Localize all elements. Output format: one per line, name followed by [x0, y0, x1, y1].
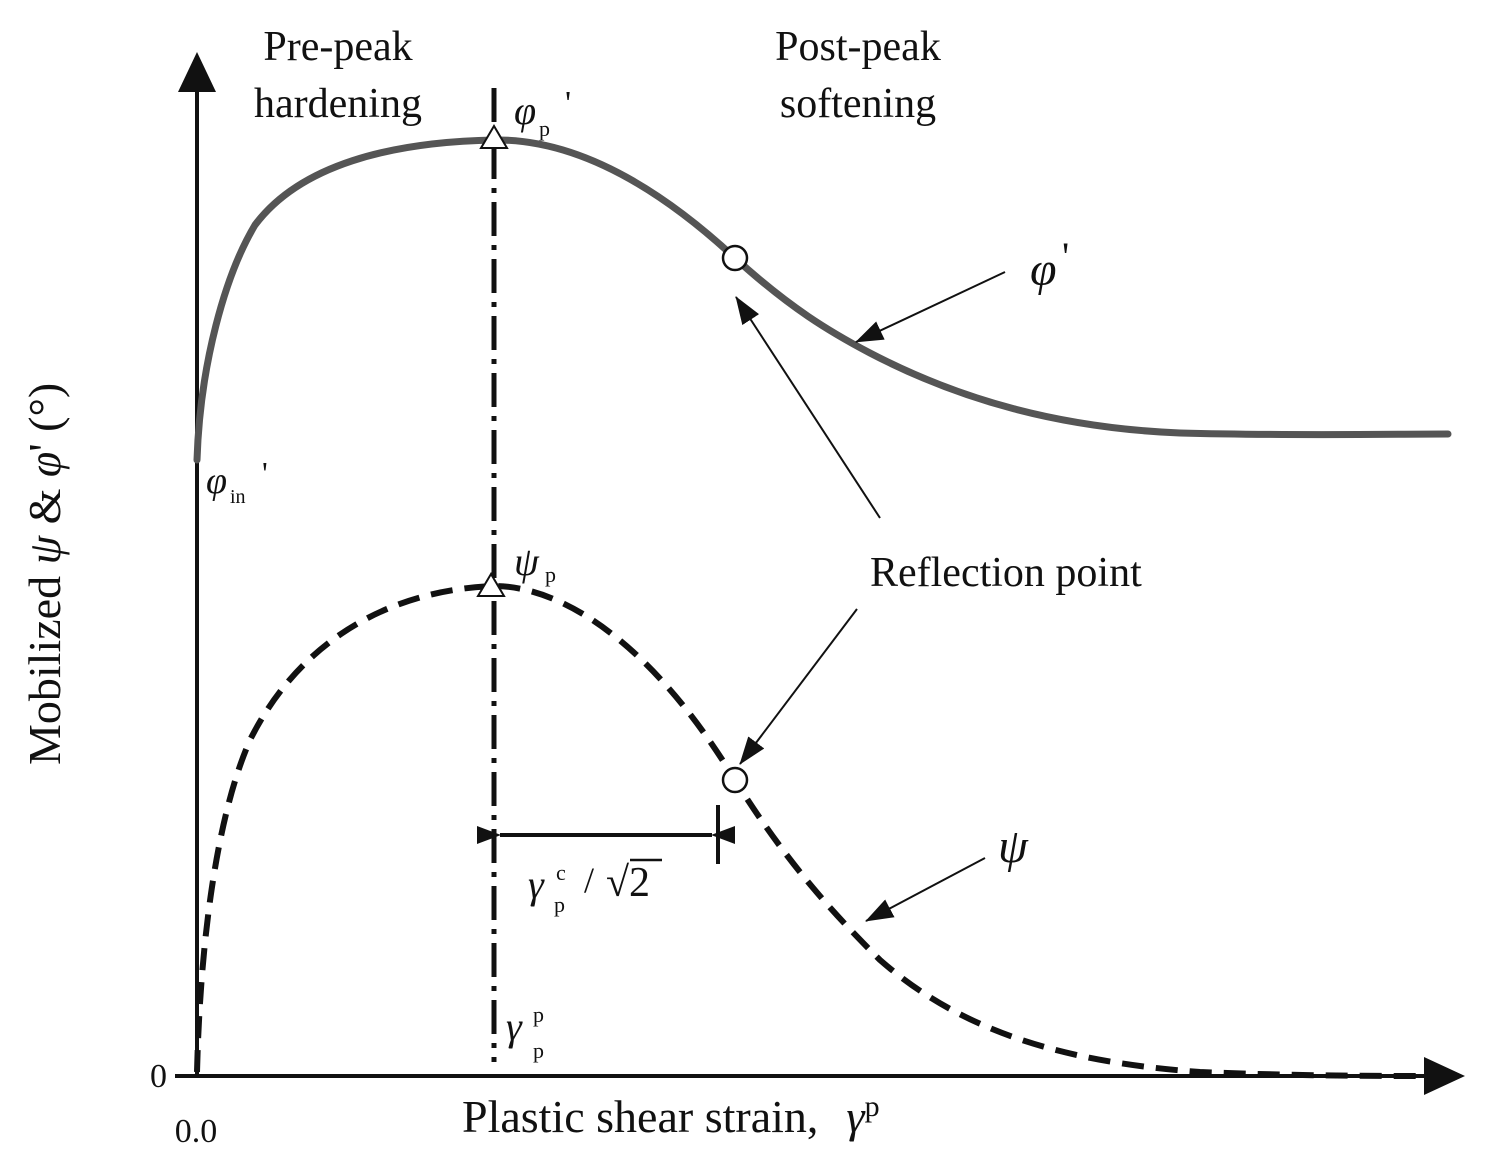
reflection-arrow-lower	[739, 608, 858, 765]
y-axis-label: Mobilized ψ & φ' (°)	[19, 383, 70, 765]
x-axis-arrowhead	[1424, 1057, 1465, 1095]
psi-curve-symbol: ψ	[998, 820, 1029, 873]
phi-peak-triangle-icon	[479, 124, 509, 149]
x-axis-label-separator: ,	[807, 1091, 819, 1142]
pre-peak-label: Pre-peak	[263, 24, 412, 70]
y-axis-label-phi: φ	[19, 452, 70, 477]
y-axis-label-suffix: ' (°)	[19, 383, 70, 452]
psi-peak-sub: p	[545, 562, 556, 587]
y-axis-label-prefix: Mobilized	[19, 564, 70, 765]
psi-peak-symbol: ψ	[514, 539, 540, 584]
psi-peak-triangle-icon	[476, 572, 506, 597]
phi-in-symbol: φ	[206, 460, 227, 502]
reflection-arrow-upper	[735, 296, 881, 519]
softening-label: softening	[780, 81, 936, 127]
phi-curve	[193, 136, 1452, 464]
phi-peak-prime: '	[565, 85, 571, 122]
phi-curve-prime: '	[1062, 234, 1069, 279]
dimension-slash: /	[584, 860, 594, 900]
y-axis-arrowhead	[178, 52, 216, 92]
phi-peak-sub: p	[539, 116, 550, 141]
hardening-label: hardening	[254, 81, 422, 127]
gamma-peak-sub: p	[533, 1038, 544, 1063]
y-axis-label-psi: ψ	[19, 534, 70, 564]
x-origin-tick: 0.0	[175, 1113, 218, 1150]
psi-curve	[194, 582, 1431, 1079]
x-axis-label-symbol: γ	[846, 1091, 866, 1142]
x-axis-label-sup: p	[865, 1090, 880, 1123]
dimension-gamma: γ	[528, 862, 545, 907]
post-peak-label: Post-peak	[775, 24, 941, 70]
dimension-sqrt: √2	[606, 860, 650, 906]
phi-curve-symbol: φ	[1030, 243, 1057, 296]
reflection-point-label: Reflection point	[870, 550, 1142, 596]
gamma-peak-symbol: γ	[506, 1004, 523, 1049]
phi-in-prime: '	[262, 455, 268, 491]
phi-label-arrow	[855, 271, 1006, 343]
gamma-peak-sup: p	[533, 1002, 544, 1027]
psi-label-arrow	[865, 857, 986, 922]
y-origin-tick: 0	[150, 1058, 167, 1095]
phi-peak-symbol: φ	[514, 88, 536, 133]
phi-reflection-circle-icon	[721, 244, 749, 272]
dimension-sub: p	[554, 892, 565, 917]
phi-in-sub: in	[230, 486, 246, 508]
y-axis-label-amp: &	[19, 477, 70, 536]
dimension-sup: c	[556, 860, 566, 885]
psi-reflection-circle-icon	[721, 766, 749, 794]
x-axis-label: Plastic shear strain, γp	[462, 1090, 880, 1142]
x-axis-label-text: Plastic shear strain	[462, 1091, 807, 1142]
